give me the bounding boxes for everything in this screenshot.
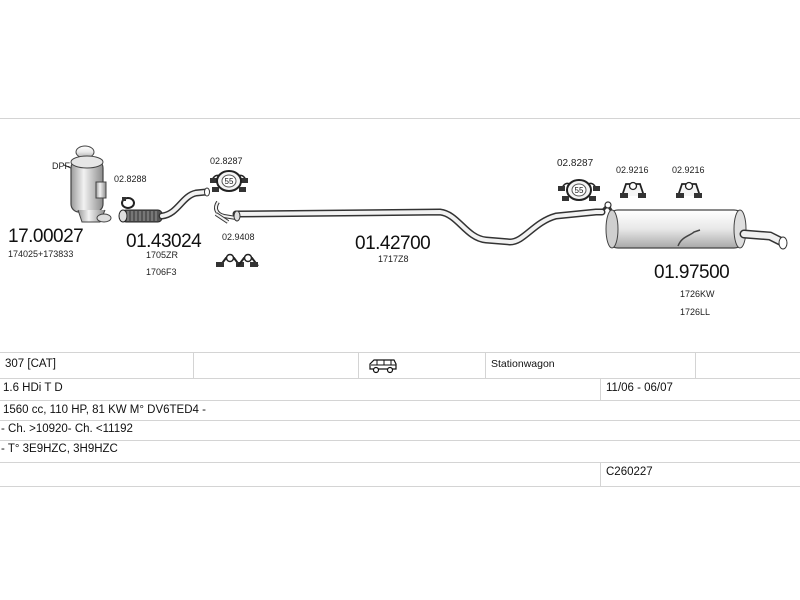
hanger-badge: 55	[225, 177, 234, 186]
model-name: 307 [CAT]	[5, 358, 56, 370]
part-number-front-pipe[interactable]: 01.43024	[126, 231, 202, 252]
part-number-hanger[interactable]: 02.8287	[557, 158, 594, 169]
production-period: 11/06 - 06/07	[606, 382, 673, 394]
type-codes: - T° 3E9HZC, 3H9HZC	[1, 443, 118, 455]
oem-code: 1717Z8	[378, 254, 409, 264]
part-number-mount[interactable]: 02.9216	[672, 165, 705, 175]
part-number-mount[interactable]: 02.9216	[616, 165, 649, 175]
part-number-mount[interactable]: 02.9408	[222, 232, 255, 242]
part-number-hanger[interactable]: 02.8287	[210, 156, 243, 166]
oem-code: 174025+173833	[8, 249, 74, 259]
station-wagon-icon	[369, 359, 397, 374]
mount-part	[620, 181, 646, 198]
part-number-dpf[interactable]: 17.00027	[8, 226, 84, 247]
body-type: Stationwagon	[491, 358, 555, 370]
dpf-tag: DPF	[52, 161, 70, 171]
rear-silencer	[601, 201, 788, 250]
dpf-filter	[63, 145, 112, 223]
hanger-part	[210, 170, 248, 192]
mount-part	[216, 253, 259, 267]
oem-code: 1726KW	[680, 289, 715, 299]
middle-pipe	[214, 200, 606, 246]
part-number-clamp[interactable]: 02.8288	[114, 174, 147, 184]
reference-number: C260227	[606, 466, 653, 478]
hanger-badge: 55	[575, 186, 584, 195]
part-number-rear-silencer[interactable]: 01.97500	[654, 262, 730, 283]
oem-code: 1726LL	[680, 307, 711, 317]
engine-details: 1560 cc, 110 HP, 81 KW M° DV6TED4 -	[3, 404, 206, 416]
part-number-middle-pipe[interactable]: 01.42700	[355, 233, 431, 254]
hanger-part	[558, 179, 600, 201]
oem-code: 1705ZR	[146, 250, 179, 260]
front-pipe	[118, 187, 210, 223]
engine: 1.6 HDi T D	[3, 382, 63, 394]
chassis-range: - Ch. >10920- Ch. <11192	[1, 423, 133, 435]
clamp-part	[121, 197, 135, 209]
oem-code: 1706F3	[146, 267, 177, 277]
mount-part	[676, 181, 702, 198]
